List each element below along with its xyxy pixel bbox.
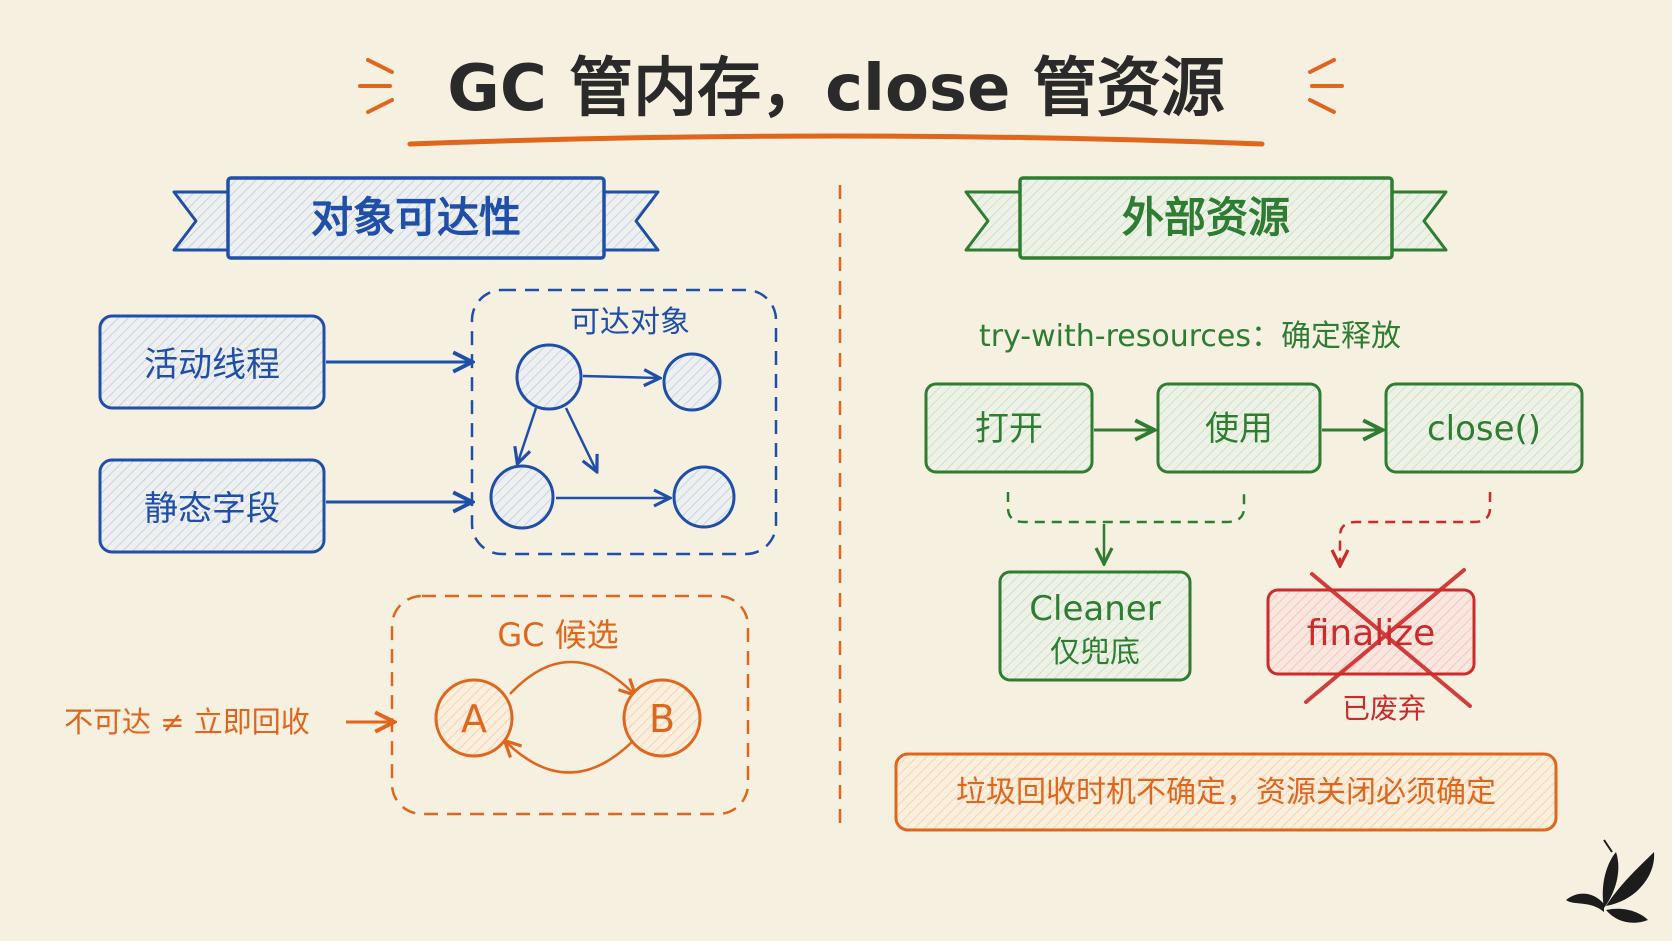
conclusion-text: 垃圾回收时机不确定，资源关闭必须确定: [956, 775, 1496, 810]
node-b-label: B: [649, 697, 675, 741]
right-banner-label: 外部资源: [1122, 193, 1290, 242]
page-title: GC 管内存，close 管资源: [447, 52, 1224, 126]
left-banner: 对象可达性: [172, 176, 660, 260]
step-close: close(): [1384, 382, 1584, 474]
butterfly-icon: [1566, 839, 1655, 923]
step-close-label: close(): [1427, 409, 1541, 449]
root-box-static: 静态字段: [98, 458, 326, 554]
root-label-static: 静态字段: [144, 489, 280, 529]
try-with-resources-caption: try-with-resources：确定释放: [979, 319, 1401, 354]
root-box-thread: 活动线程: [98, 314, 326, 410]
reachable-group: 可达对象: [470, 288, 778, 556]
edge-n1-n3: [518, 407, 538, 462]
object-node: [672, 465, 736, 529]
cleaner-title: Cleaner: [1029, 589, 1160, 629]
gc-candidate-label: GC 候选: [497, 616, 618, 654]
object-node: [489, 464, 555, 530]
title-underline: [407, 133, 1265, 147]
cleaner-subtitle: 仅兜底: [1050, 635, 1140, 670]
step-use-label: 使用: [1205, 409, 1273, 449]
finalize-subtitle: 已废弃: [1342, 692, 1426, 725]
step-open: 打开: [924, 382, 1094, 474]
cycle-edge-a-b: [509, 660, 634, 694]
conclusion-box: 垃圾回收时机不确定，资源关闭必须确定: [894, 752, 1558, 832]
cross-out-icon: [1304, 568, 1472, 708]
cycle-edge-b-a: [506, 740, 635, 774]
step-open-label: 打开: [975, 409, 1043, 449]
unreachable-note: 不可达 ≠ 立即回收: [64, 705, 310, 739]
left-banner-label: 对象可达性: [311, 193, 521, 242]
gc-candidate-group: GC 候选 A B: [390, 594, 750, 816]
finalize-box: finalize 已废弃: [1266, 568, 1476, 725]
node-a-label: A: [461, 697, 487, 741]
right-banner: 外部资源: [964, 176, 1448, 260]
object-node: [515, 343, 583, 411]
cleaner-box: Cleaner 仅兜底: [998, 570, 1192, 682]
title-right-sparks: [1308, 58, 1344, 114]
reachable-label: 可达对象: [570, 305, 690, 340]
edge-n1-n4: [564, 407, 596, 470]
title-left-sparks: [358, 58, 394, 114]
object-node: [662, 352, 722, 412]
edge-n1-n2: [582, 376, 658, 378]
step-use: 使用: [1156, 382, 1322, 474]
cleaner-bracket: [1006, 492, 1246, 524]
node-a: A: [434, 678, 514, 758]
finalize-dashed-link: [1340, 492, 1492, 564]
node-b: B: [622, 678, 702, 758]
title-group: GC 管内存，close 管资源: [358, 52, 1344, 147]
root-label-thread: 活动线程: [144, 345, 280, 385]
